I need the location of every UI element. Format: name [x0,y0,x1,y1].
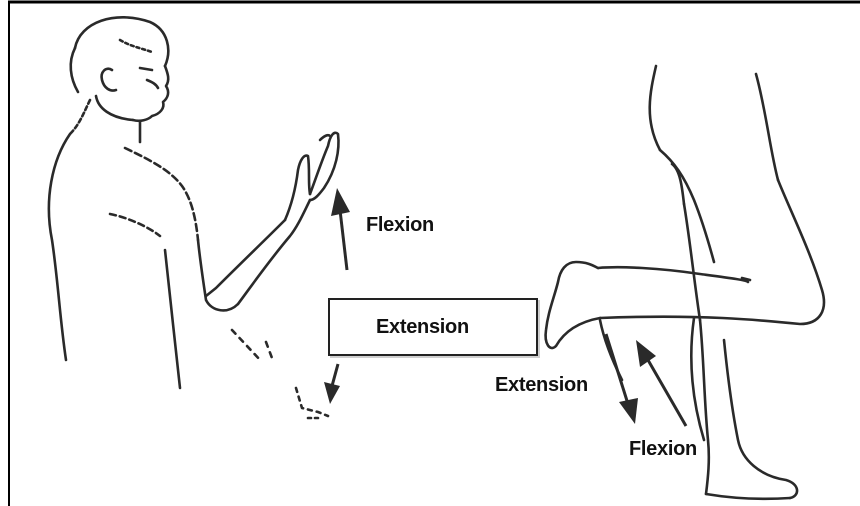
legs-figure [546,66,824,499]
elbow-flexion-label: Flexion [366,214,434,237]
knee-flexion-label: Flexion [629,438,697,461]
elbow-flexion-arrow [331,188,350,270]
elbow-extension-arrow [324,364,340,404]
man-figure [49,17,339,418]
elbow-extension-label: Extension [376,316,469,339]
knee-flexion-arrow [636,340,686,426]
elbow-extension-box: Extension [328,298,538,356]
knee-extension-label: Extension [495,374,588,397]
